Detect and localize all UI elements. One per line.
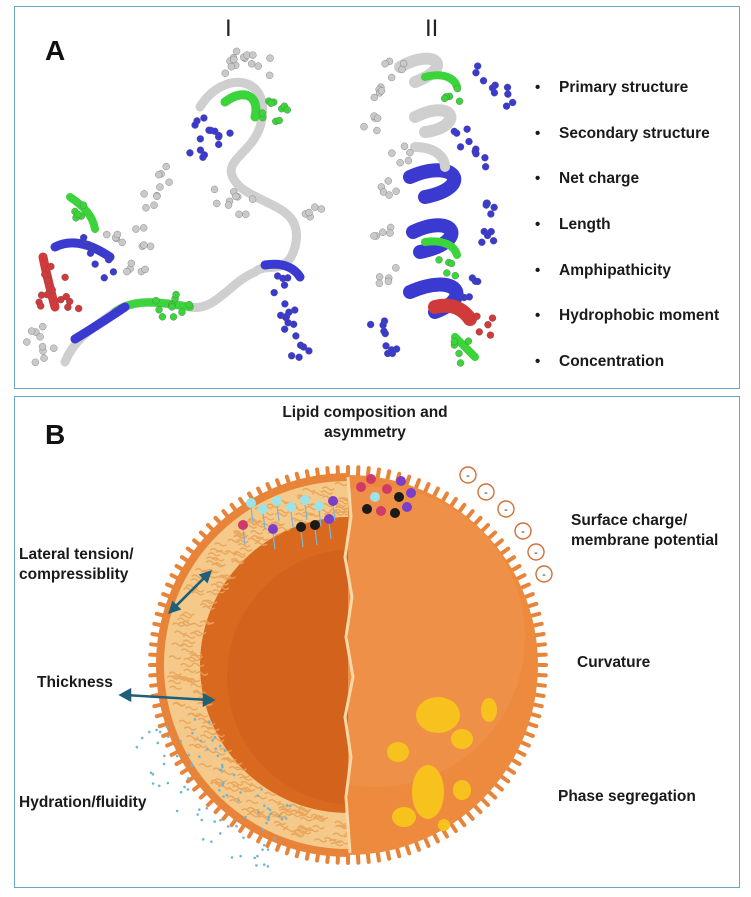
charge-sign: - <box>466 470 470 482</box>
thickness-label: Thickness <box>37 674 113 691</box>
peptide-structure-ii <box>360 52 517 367</box>
property-item: •Concentration <box>535 353 665 371</box>
hydration-label: Hydration/fluidity <box>19 794 147 811</box>
lipid-molecules <box>238 474 416 550</box>
property-item: •Net charge <box>535 170 640 188</box>
property-item: •Amphipathicity <box>535 261 671 279</box>
phase-segregation-label: Phase segregation <box>558 788 696 805</box>
phase-domains <box>387 697 497 831</box>
charge-sign: - <box>521 526 525 538</box>
surface-charges: ------ <box>459 466 553 583</box>
panel-a: A I II •Prim <box>14 6 740 389</box>
property-item: •Hydrophobic moment <box>535 307 720 325</box>
structure-label-ii: II <box>425 15 439 42</box>
peptide-property-list: •Primary structure •Secondary structure … <box>535 69 719 389</box>
lipid-composition-label: Lipid composition and asymmetry <box>282 404 448 441</box>
property-item: •Secondary structure <box>535 124 710 142</box>
charge-sign: - <box>484 487 488 499</box>
measurement-arrows <box>118 570 216 708</box>
structure-label-i: I <box>225 15 232 42</box>
lateral-tension-label: Lateral tension/ compressiblity <box>19 546 134 583</box>
surface-charge-label: Surface charge/ membrane potential <box>571 512 719 549</box>
property-item: •Length <box>535 216 611 234</box>
property-item: •Primary structure <box>535 79 689 96</box>
curvature-label: Curvature <box>577 654 651 671</box>
panel-b: ------ B Lipid composition and asymmetry… <box>14 396 740 888</box>
membrane-vesicle: ------ <box>118 465 553 868</box>
charge-sign: - <box>542 569 546 581</box>
panel-b-label: B <box>45 419 66 450</box>
panel-a-label: A <box>45 35 66 66</box>
peptide-structure-i <box>23 47 326 367</box>
charge-sign: - <box>534 547 538 559</box>
charge-sign: - <box>504 504 508 516</box>
